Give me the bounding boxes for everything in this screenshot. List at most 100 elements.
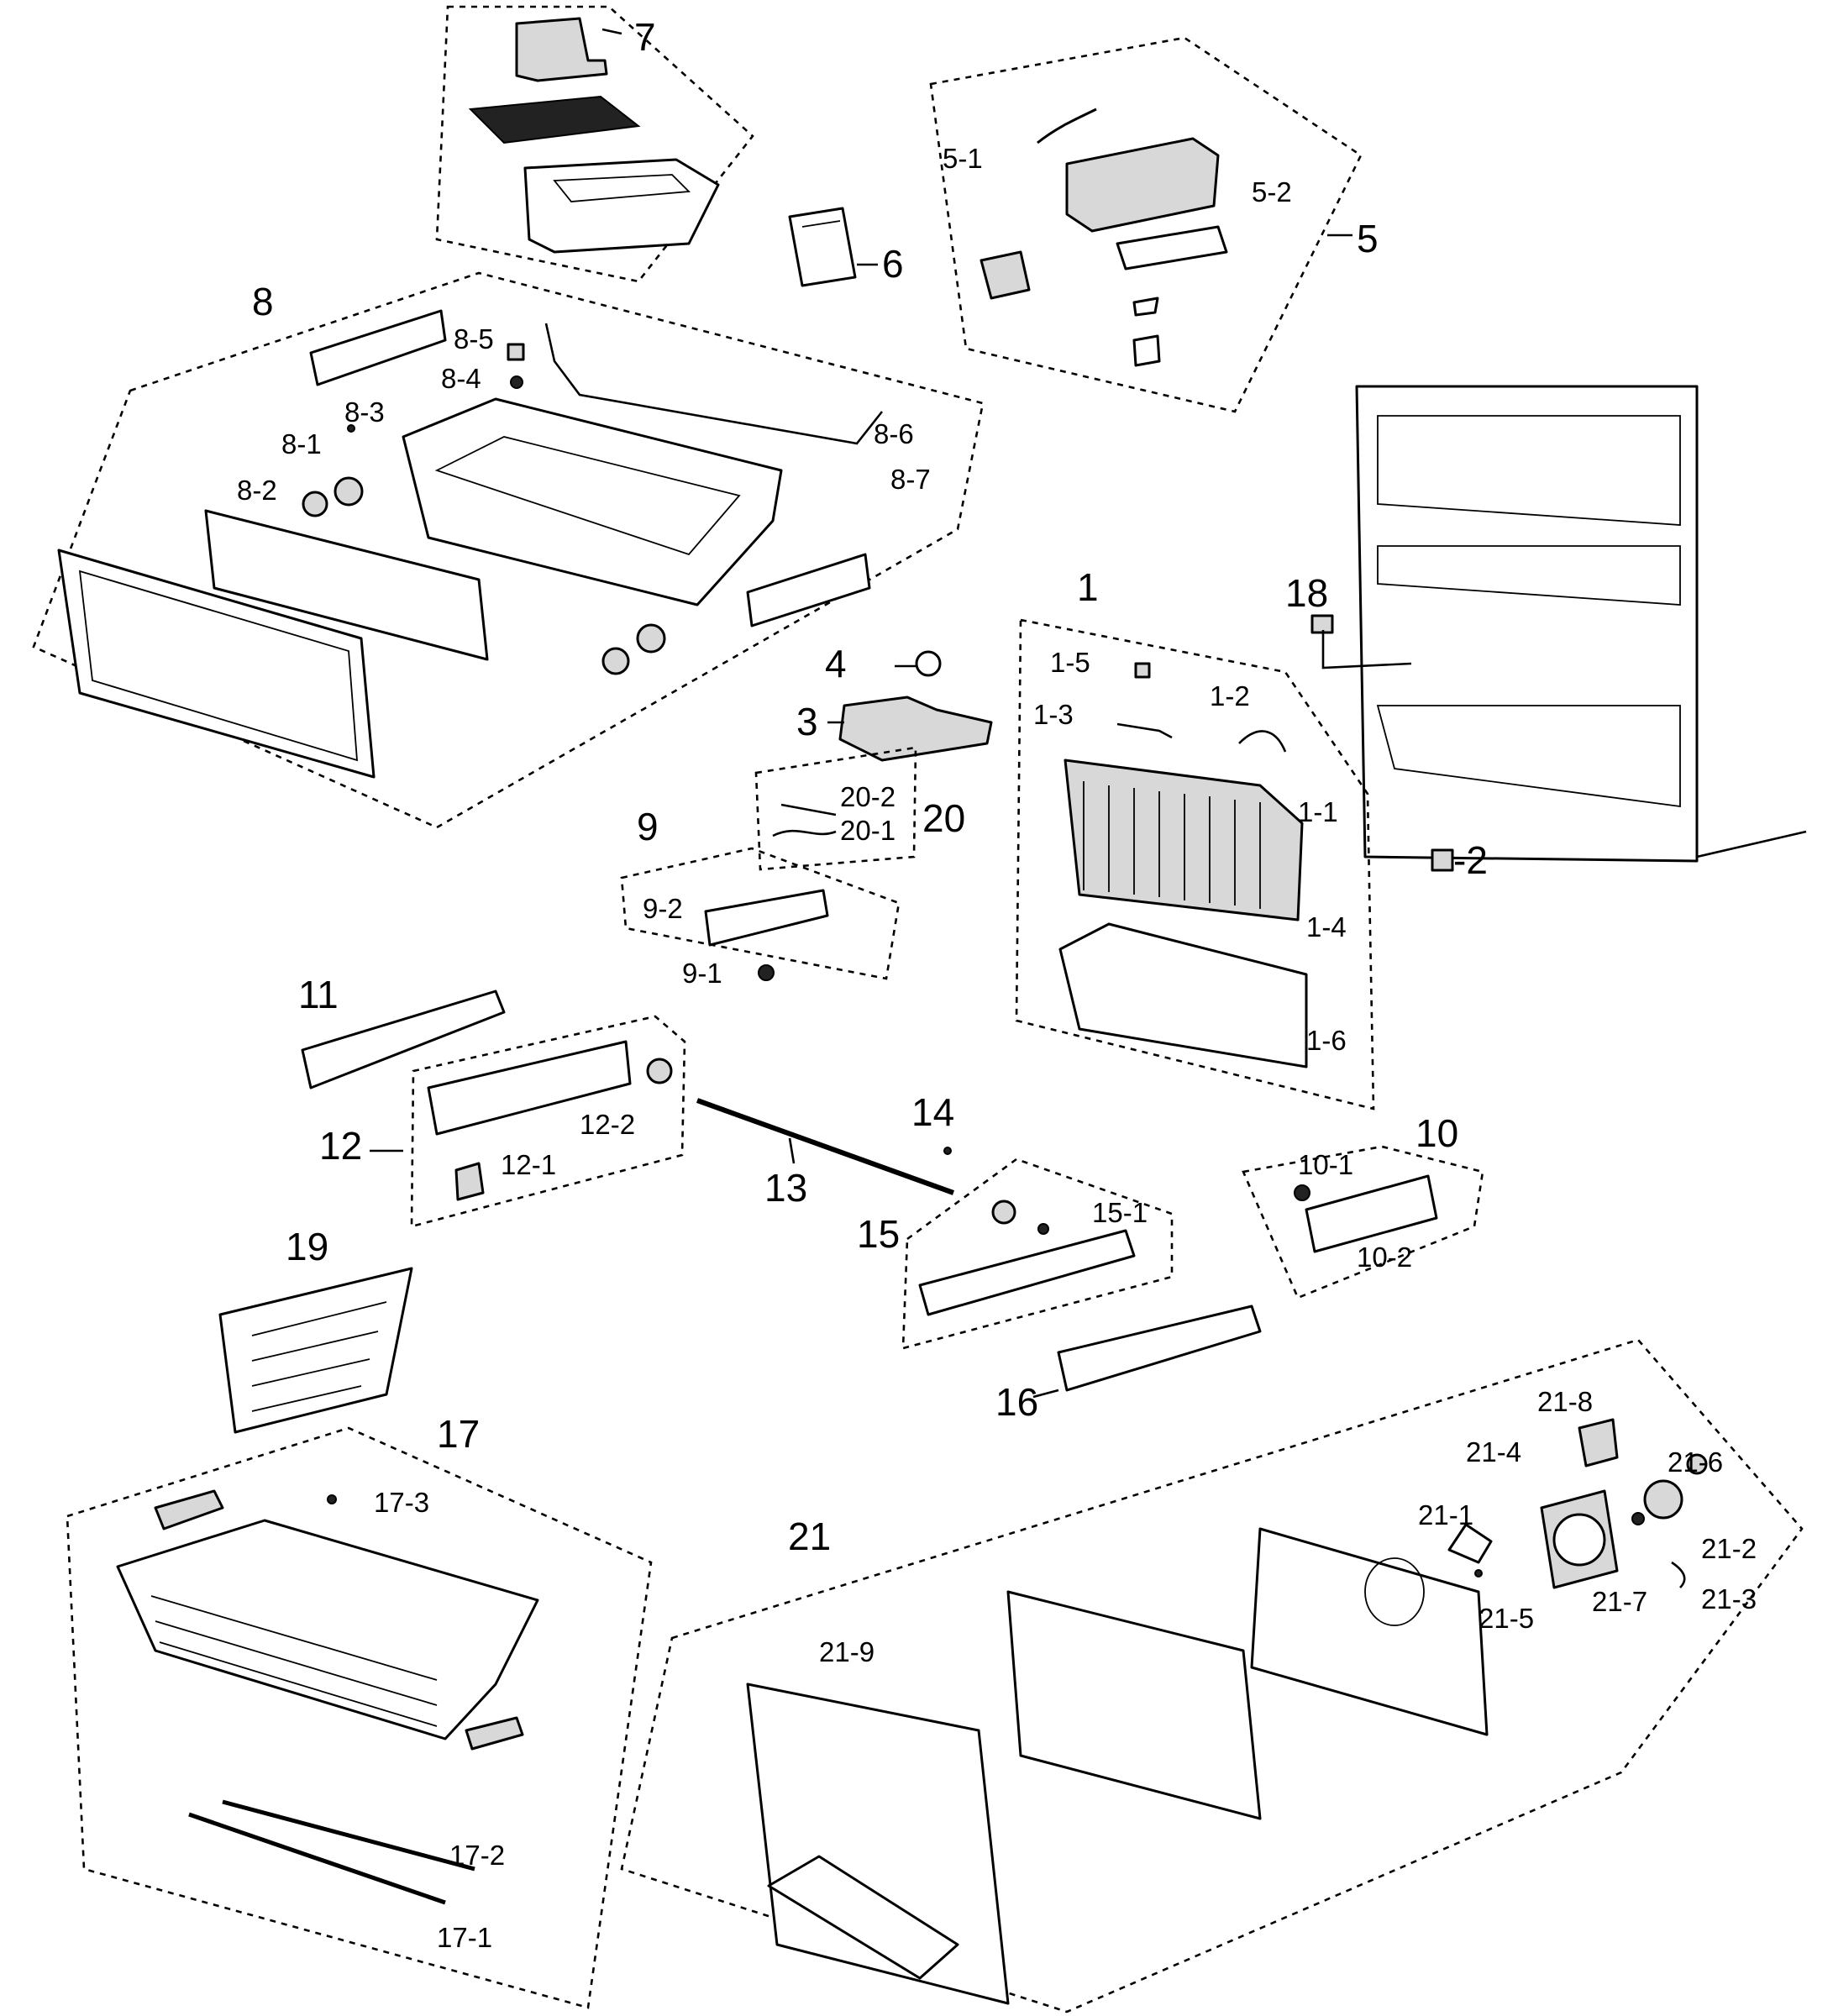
callout-13: 13 [764, 1166, 807, 1210]
part-12-2-rail [427, 1040, 632, 1136]
callout-8-7: 8-7 [890, 464, 931, 495]
part-10-1-screw [1294, 1184, 1310, 1201]
cabinet-floor [1376, 705, 1681, 808]
part-21-2-motor [1643, 1479, 1683, 1520]
part-21-panel-middle [1006, 1590, 1262, 1820]
part-8-roller-bottom [601, 647, 630, 675]
callout-21-2: 21-2 [1701, 1533, 1757, 1564]
callout-1-3: 1-3 [1033, 699, 1074, 730]
callout-1-6: 1-6 [1306, 1025, 1347, 1056]
part-8-drawer-inner [434, 436, 741, 556]
callout-9: 9 [637, 805, 659, 848]
part-8-front-panel-inner [78, 570, 358, 762]
part-9-2-rail [704, 889, 829, 947]
part-10-2-cover [1305, 1174, 1438, 1253]
part-8-front-frame [204, 509, 489, 661]
part-2-switch [1431, 848, 1454, 872]
part-16 [1032, 1305, 1262, 1399]
callout-20-2: 20-2 [840, 781, 895, 812]
group-9-outline [620, 847, 901, 980]
part-17-handle-right [465, 1716, 524, 1751]
group-12-outline [410, 1015, 686, 1228]
group-20 [754, 746, 917, 871]
group-17 [66, 1426, 653, 2009]
part-3 [827, 696, 993, 762]
callout-8-2: 8-2 [237, 475, 277, 506]
part-21-4-shroud-ring [1552, 1513, 1606, 1567]
part-6 [788, 207, 878, 287]
callout-21-4: 21-4 [1466, 1436, 1521, 1467]
part-4 [895, 650, 942, 677]
part-11 [301, 990, 506, 1089]
callout-17-2: 17-2 [449, 1840, 505, 1871]
part-6-cover [788, 207, 857, 287]
part-21-6-grommet [1686, 1453, 1708, 1475]
part-12-roller [646, 1058, 673, 1084]
callout-20: 20 [922, 796, 965, 840]
part-8-6-wire [544, 323, 884, 445]
part-9-1-screw [758, 964, 775, 981]
part-8-rail-left [309, 309, 447, 386]
group-10-outline [1242, 1145, 1484, 1299]
group-15-outline [901, 1158, 1174, 1350]
part-16-cover [1057, 1305, 1262, 1392]
callout-21-9: 21-9 [819, 1636, 874, 1667]
group-8-outline [32, 271, 985, 829]
part-19-vents [251, 1301, 387, 1412]
part-4-lamp [915, 650, 942, 677]
callout-21-8: 21-8 [1537, 1386, 1593, 1417]
callout-21-7: 21-7 [1592, 1586, 1647, 1617]
callout-5: 5 [1357, 217, 1379, 260]
callout-1-1: 1-1 [1298, 796, 1338, 827]
part-1-2-wire [1238, 730, 1287, 753]
leader-18 [1321, 630, 1412, 669]
part-17-basket-slats [150, 1595, 438, 1727]
cabinet-body [1355, 385, 1699, 863]
callout-6: 6 [882, 242, 904, 286]
part-20-1-wire [772, 829, 837, 837]
part-7-filter-mesh [468, 95, 641, 144]
callout-20-1: 20-1 [840, 815, 895, 846]
part-17-1-rail [188, 1812, 446, 1905]
group-5 [929, 36, 1363, 413]
part-7-scoop [515, 17, 608, 82]
callout-5-2: 5-2 [1252, 176, 1292, 207]
callout-10: 10 [1415, 1111, 1458, 1155]
callout-18: 18 [1285, 571, 1328, 615]
callout-19: 19 [286, 1225, 328, 1268]
group-8 [32, 271, 985, 829]
part-1-evaporator-fins [1083, 781, 1261, 909]
part-8-5-stop [507, 343, 525, 361]
group-21 [620, 1338, 1804, 2013]
leader-7 [601, 28, 622, 35]
part-8-front-panel [57, 549, 376, 779]
group-1-outline [1015, 618, 1375, 1110]
callout-1-5: 1-5 [1050, 647, 1090, 678]
group-17-outline [66, 1426, 653, 2009]
group-9 [620, 847, 901, 981]
part-5-icemaker [1065, 137, 1220, 233]
callout-15-1: 15-1 [1092, 1197, 1148, 1228]
part-21-1-fan-blade [1447, 1523, 1493, 1564]
cabinet-shelf-mid [1377, 545, 1681, 606]
callout-16: 16 [995, 1380, 1038, 1424]
callout-21-1: 21-1 [1418, 1499, 1473, 1530]
part-14-screw [943, 1147, 952, 1155]
callout-8-6: 8-6 [874, 418, 914, 449]
callout-labels: 7 6 5 5-1 5-2 8 8-1 8-2 8-3 8-4 8-5 8-6 … [237, 15, 1757, 1953]
part-11-rail [301, 990, 506, 1089]
callout-8-1: 8-1 [281, 428, 322, 459]
part-1-6-cover [1058, 922, 1308, 1068]
part-21-9-flap [767, 1855, 959, 1980]
group-21-outline [620, 1338, 1804, 2013]
part-21-8-motor-bracket [1578, 1418, 1619, 1467]
cabinet-shelf-top [1377, 415, 1681, 526]
callout-5-1: 5-1 [943, 143, 983, 174]
callout-12-2: 12-2 [580, 1109, 635, 1140]
part-13-rod [696, 1098, 955, 1195]
part-15-roller [991, 1200, 1016, 1225]
part-21-5-screw [1474, 1569, 1483, 1578]
part-20-2-wire [780, 803, 837, 816]
callout-8-4: 8-4 [441, 363, 481, 394]
